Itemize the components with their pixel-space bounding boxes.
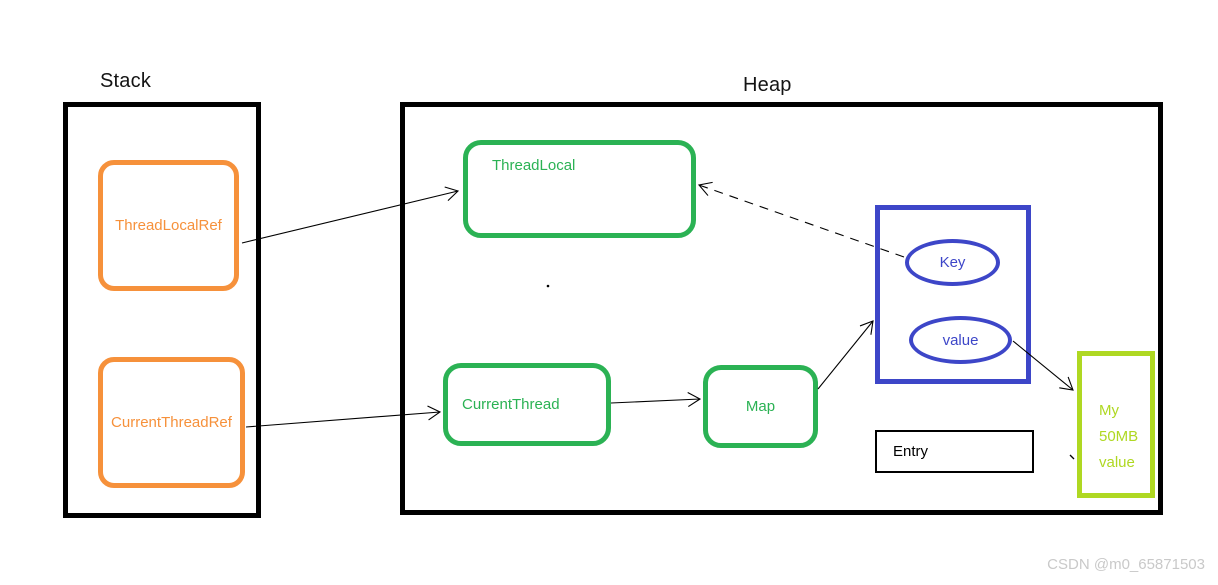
- node-map-label: Map: [745, 398, 776, 415]
- stack-title: Stack: [100, 70, 152, 92]
- node-entry: Entry: [875, 430, 1034, 473]
- node-currentthreadref-label: CurrentThreadRef: [111, 414, 232, 431]
- big-value-line1: My: [1099, 402, 1119, 419]
- stack-frame: [63, 102, 261, 518]
- node-currentthreadref: CurrentThreadRef: [98, 357, 245, 488]
- node-value-label: value: [942, 331, 979, 349]
- node-key: Key: [905, 239, 1000, 286]
- node-big-value: My 50MB value: [1077, 351, 1155, 498]
- heap-title: Heap: [743, 74, 792, 96]
- big-value-line3: value: [1099, 454, 1135, 471]
- big-value-line2: 50MB: [1099, 428, 1139, 445]
- node-map: Map: [703, 365, 818, 448]
- node-entry-label: Entry: [893, 443, 929, 460]
- map-entries-frame: [875, 205, 1031, 384]
- node-threadlocal-label: ThreadLocal: [492, 157, 576, 174]
- node-currentthread: CurrentThread: [443, 363, 611, 446]
- watermark: CSDN @m0_65871503: [1047, 556, 1205, 573]
- heap-frame: [400, 102, 1163, 515]
- node-currentthread-label: CurrentThread: [462, 396, 560, 413]
- node-key-label: Key: [939, 254, 966, 271]
- node-threadlocal: ThreadLocal: [463, 140, 696, 238]
- node-threadlocalref: ThreadLocalRef: [98, 160, 239, 291]
- node-threadlocalref-label: ThreadLocalRef: [115, 217, 222, 234]
- node-value: value: [909, 316, 1012, 364]
